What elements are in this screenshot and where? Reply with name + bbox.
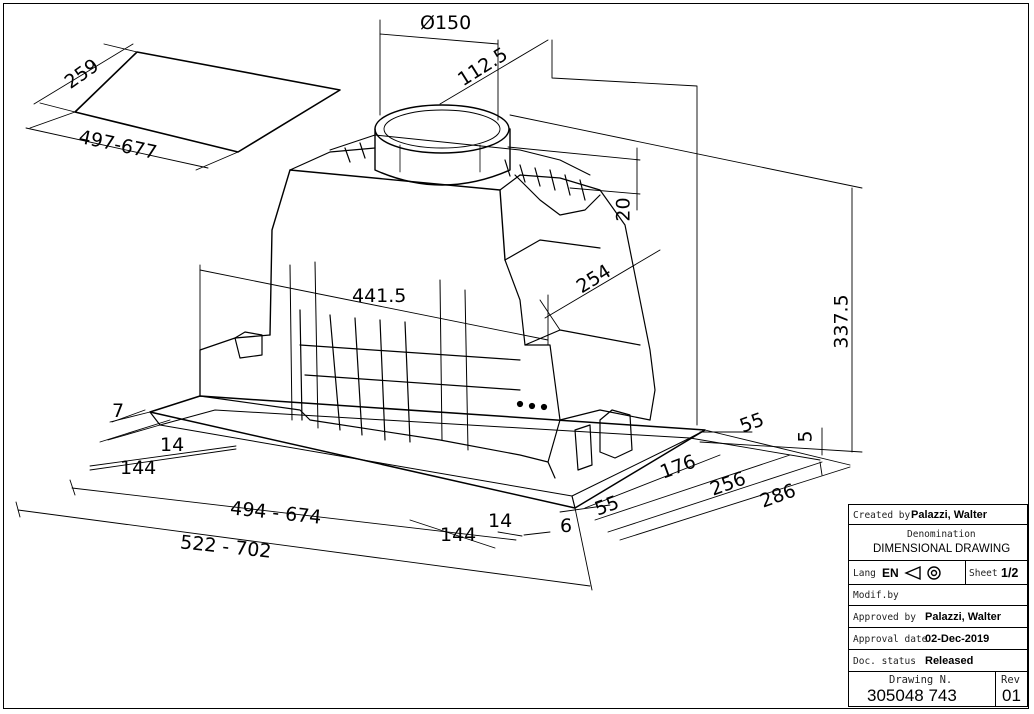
dim-337-5: 337.5 [830, 294, 853, 349]
dim-duct-diameter: Ø150 [420, 12, 472, 34]
lang-label: Lang [853, 568, 876, 579]
dim-7: 7 [112, 400, 125, 422]
row-approved: Approved by Palazzi, Walter [849, 606, 1027, 628]
hood-body [149, 134, 706, 509]
duct-collar [374, 104, 511, 186]
cutout-outline [74, 51, 341, 153]
row-doc-status: Doc. status Released [849, 650, 1027, 672]
dimension-lines [15, 19, 863, 591]
first-angle-projection-icon [904, 565, 941, 581]
doc-status-label: Doc. status [853, 656, 916, 667]
dim-144-left: 144 [120, 457, 157, 479]
drawing-frame [3, 3, 1029, 709]
modif-label: Modif.by [853, 590, 899, 601]
row-denomination: Denomination DIMENSIONAL DRAWING [849, 525, 1027, 561]
dim-20: 20 [612, 197, 635, 222]
approved-value: Palazzi, Walter [925, 611, 1002, 623]
rev-divider [995, 672, 996, 706]
sheet-value: 1/2 [1001, 566, 1019, 580]
lang-value: EN [882, 566, 899, 580]
doc-status-value: Released [925, 655, 974, 667]
denomination-label: Denomination [907, 529, 976, 540]
dim-144-right: 144 [440, 524, 477, 546]
approval-date-label: Approval date [853, 634, 928, 645]
dim-14-left: 14 [160, 434, 185, 456]
drawing-label: Drawing N. [889, 674, 953, 686]
rev-label: Rev [1001, 674, 1020, 686]
cutout-dimension-lines [25, 43, 239, 171]
row-modif: Modif.by [849, 585, 1027, 606]
dim-6: 6 [560, 515, 573, 537]
created-value: Palazzi, Walter [911, 509, 988, 521]
rev-value: 01 [1002, 686, 1021, 705]
row-approval-date: Approval date 02-Dec-2019 [849, 628, 1027, 650]
denomination-value: DIMENSIONAL DRAWING [873, 543, 1011, 555]
lang-divider [965, 561, 966, 585]
created-label: Created by [853, 510, 911, 521]
row-drawing-number: Drawing N. 305048 743 Rev 01 [849, 672, 1027, 706]
dim-441-5: 441.5 [352, 285, 407, 307]
dim-5: 5 [794, 430, 817, 443]
title-block: Created by Palazzi, Walter Denomination … [848, 504, 1028, 707]
approval-date-value: 02-Dec-2019 [925, 633, 990, 645]
approved-label: Approved by [853, 612, 916, 623]
row-created: Created by Palazzi, Walter [849, 505, 1027, 525]
row-lang: Lang EN Sheet 1/2 [849, 561, 1027, 585]
sheet-label: Sheet [969, 568, 998, 579]
drawing-value: 305048 743 [867, 686, 957, 705]
dim-14-right: 14 [488, 510, 513, 532]
